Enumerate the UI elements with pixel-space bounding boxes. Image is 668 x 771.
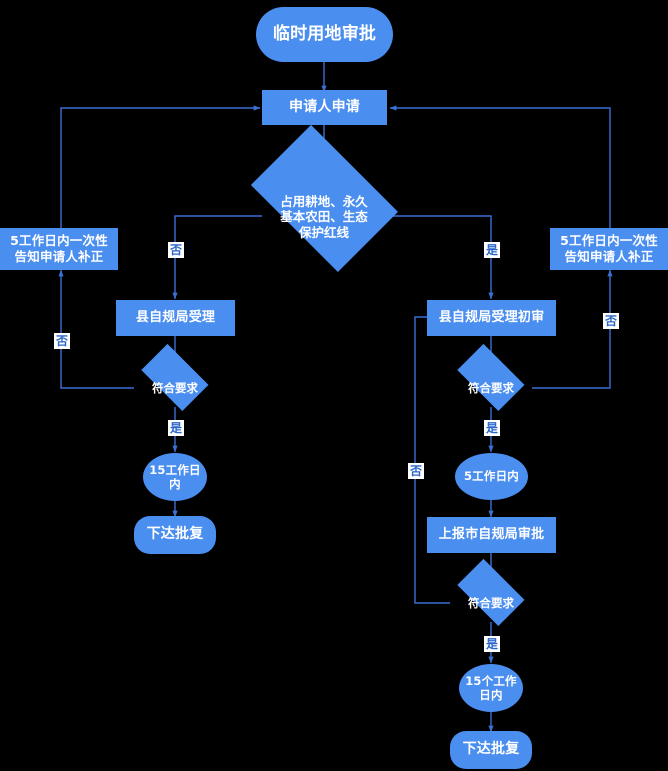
- edge-label-left-check-no: 否: [54, 333, 70, 349]
- node-issue-approval-left[interactable]: 下达批复: [134, 516, 216, 554]
- node-15-working-days-left[interactable]: 15工作日 内: [143, 453, 207, 501]
- node-notify-correction-left[interactable]: 5工作日内一次性 告知申请人补正: [0, 228, 118, 270]
- node-15-working-days-right[interactable]: 15个工作 日内: [459, 664, 523, 712]
- node-decision-land-type[interactable]: 占用耕地、永久 基本农田、生态 保护红线: [237, 124, 411, 277]
- edge-label-branch-no: 否: [168, 242, 184, 258]
- node-label: 符合要求: [468, 380, 514, 395]
- node-issue-approval-right[interactable]: 下达批复: [450, 731, 532, 769]
- node-notify-correction-right[interactable]: 5工作日内一次性 告知申请人补正: [550, 228, 668, 270]
- node-label: 符合要求: [468, 595, 514, 610]
- edge-label-left-check-yes: 是: [168, 420, 184, 436]
- edge-label-right-check-yes: 是: [484, 420, 500, 436]
- node-label: 符合要求: [152, 380, 198, 395]
- node-county-bureau-first-review[interactable]: 县自规局受理初审: [427, 300, 556, 336]
- edge-label-right-check-no: 否: [603, 313, 619, 329]
- node-applicant-apply[interactable]: 申请人申请: [262, 90, 387, 125]
- node-5-working-days-right[interactable]: 5工作日内: [455, 453, 528, 500]
- edge-checkright-no: [532, 269, 613, 389]
- edge-checkcity-no: [414, 314, 456, 604]
- node-start[interactable]: 临时用地审批: [256, 7, 393, 62]
- node-check-requirements-right[interactable]: 符合要求: [450, 343, 532, 414]
- edge-label-city-check-no: 否: [408, 463, 424, 479]
- node-check-requirements-city[interactable]: 符合要求: [450, 558, 532, 629]
- node-county-bureau-accept[interactable]: 县自规局受理: [116, 300, 235, 336]
- node-label: 占用耕地、永久 基本农田、生态 保护红线: [280, 193, 368, 240]
- edge-label-branch-yes: 是: [484, 242, 500, 258]
- edge-decision-accept-right: [386, 215, 494, 300]
- node-report-city-bureau-approval[interactable]: 上报市自规局审批: [427, 517, 556, 553]
- edge-checkleft-no: [58, 269, 134, 389]
- node-check-requirements-left[interactable]: 符合要求: [134, 343, 216, 414]
- edge-notifyleft-apply: [60, 105, 261, 228]
- edge-notifyright-apply: [389, 105, 611, 228]
- edge-label-city-check-yes: 是: [484, 636, 500, 652]
- edge-decision-accept-left: [172, 215, 262, 300]
